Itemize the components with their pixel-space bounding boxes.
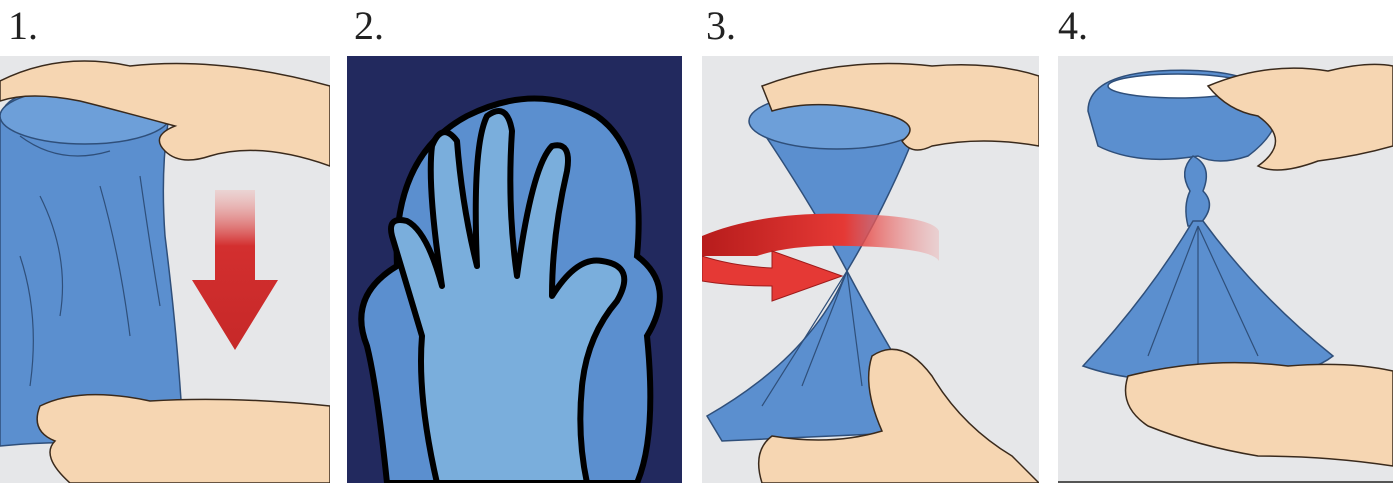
step-2-illustration	[347, 56, 682, 483]
hands-pulling-bag-icon	[0, 56, 330, 483]
hand-pressing-bag-icon	[347, 56, 682, 483]
step-number-3: 3.	[706, 4, 736, 48]
pull-down-arrow-icon	[190, 190, 280, 355]
step-1-illustration	[0, 56, 330, 483]
step-3-illustration	[702, 56, 1039, 483]
step-number-1: 1.	[8, 4, 38, 48]
twisted-bag-knot-icon	[1058, 56, 1393, 483]
hands-twisting-bag-icon	[702, 56, 1039, 483]
step-number-2: 2.	[354, 4, 384, 48]
step-4-illustration	[1058, 56, 1393, 483]
step-number-4: 4.	[1058, 4, 1088, 48]
